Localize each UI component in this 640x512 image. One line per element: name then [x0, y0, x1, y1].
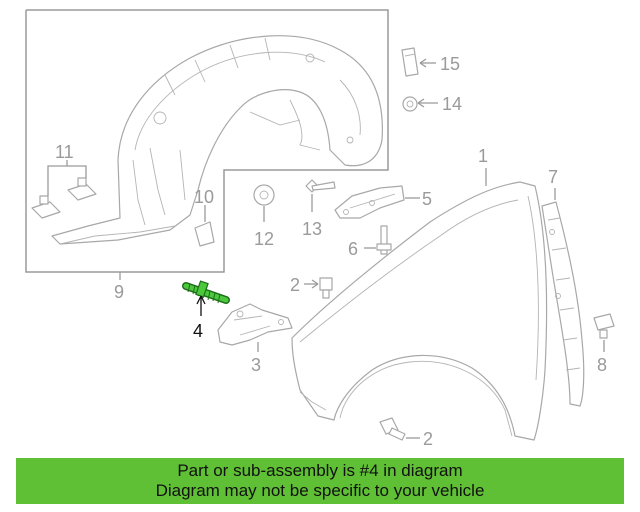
- clip-part-14: [402, 96, 418, 112]
- part-label-10: 10: [194, 187, 214, 207]
- clip-part-15: [401, 47, 419, 77]
- part-label-5: 5: [422, 189, 432, 209]
- seal-part-7: [541, 201, 585, 407]
- part-label-14: 14: [442, 94, 462, 114]
- part-label-15: 15: [440, 54, 460, 74]
- bolt-part-2-upper: [319, 277, 333, 299]
- part-label-1: 1: [478, 146, 488, 166]
- bolt-part-4-highlighted[interactable]: [182, 280, 230, 304]
- part-label-6: 6: [348, 239, 358, 259]
- bolt-part-2-lower: [379, 417, 406, 441]
- part-label-8: 8: [597, 355, 607, 375]
- part-label-11: 11: [55, 142, 74, 162]
- fender-liner-part-9: [51, 35, 383, 245]
- clip-part-8: [593, 313, 615, 339]
- banner-line-1: Part or sub-assembly is #4 in diagram: [177, 461, 463, 480]
- clip-part-11: [31, 177, 97, 219]
- clip-part-10: [194, 221, 215, 247]
- part-label-13: 13: [302, 219, 322, 239]
- banner-line-2: Diagram may not be specific to your vehi…: [155, 481, 485, 500]
- part-label-9: 9: [114, 282, 124, 302]
- part-label-4[interactable]: 4: [193, 321, 203, 341]
- bracket-part-3: [217, 303, 293, 346]
- screw-part-13: [305, 179, 336, 193]
- part-label-2-upper: 2: [290, 275, 300, 295]
- liner-group-frame: [25, 9, 389, 273]
- fender-part-1: [291, 181, 548, 441]
- parts-diagram: 11 10 9 15 14 12 13 5: [25, 9, 615, 449]
- bracket-part-5: [334, 185, 405, 219]
- part-label-2-lower: 2: [423, 429, 433, 449]
- stud-part-6: [376, 225, 392, 255]
- info-banner: Part or sub-assembly is #4 in diagram Di…: [16, 458, 624, 504]
- part-label-12: 12: [254, 229, 274, 249]
- part-label-7: 7: [548, 167, 558, 187]
- part-label-3: 3: [251, 355, 261, 375]
- grommet-part-12: [253, 184, 275, 206]
